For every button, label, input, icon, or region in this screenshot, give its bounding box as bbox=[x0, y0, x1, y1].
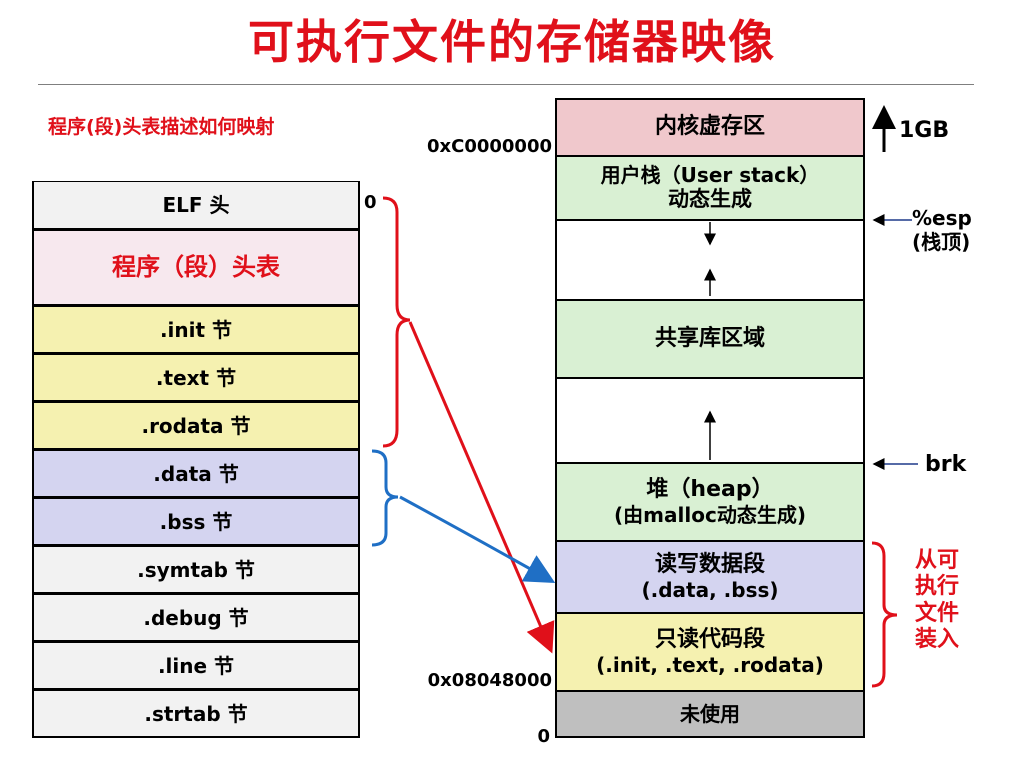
section-label: .bss 节 bbox=[159, 509, 233, 534]
section-label: .line 节 bbox=[157, 653, 235, 678]
zero-address: 0 bbox=[537, 726, 550, 747]
region-title: 共享库区域 bbox=[654, 325, 765, 351]
read-write-data-region: 读写数据段 (.data, .bss) bbox=[555, 540, 865, 612]
strtab-section: .strtab 节 bbox=[32, 690, 360, 738]
esp-register: %esp bbox=[912, 206, 972, 230]
section-label: .strtab 节 bbox=[144, 701, 248, 726]
init-section: .init 节 bbox=[32, 306, 360, 354]
debug-section: .debug 节 bbox=[32, 594, 360, 642]
title-divider bbox=[38, 84, 974, 85]
note-line: 执行 bbox=[915, 574, 960, 600]
region-subtitle: 动态生成 bbox=[668, 187, 752, 212]
section-label: .init 节 bbox=[159, 317, 233, 342]
load-region-brace bbox=[871, 541, 898, 688]
data-section: .data 节 bbox=[32, 450, 360, 498]
diagram-subtitle: 程序(段)头表描述如何映射 bbox=[48, 116, 275, 138]
symtab-section: .symtab 节 bbox=[32, 546, 360, 594]
section-label: .debug 节 bbox=[143, 605, 249, 630]
region-subtitle: (.init, .text, .rodata) bbox=[596, 653, 824, 678]
note-line: 从可 bbox=[915, 548, 960, 573]
blue-brace bbox=[371, 449, 399, 547]
section-label: .data 节 bbox=[153, 461, 239, 486]
region-subtitle: (.data, .bss) bbox=[641, 578, 779, 603]
shared-library-region: 共享库区域 bbox=[555, 299, 865, 377]
elf-header-section: ELF 头 bbox=[32, 181, 360, 230]
user-stack-region: 用户栈（User stack） 动态生成 bbox=[555, 155, 865, 219]
program-header-table-section: 程序（段）头表 bbox=[32, 230, 360, 306]
section-label: .rodata 节 bbox=[141, 413, 251, 438]
section-label: 程序（段）头表 bbox=[112, 253, 280, 282]
unused-region: 未使用 bbox=[555, 690, 865, 738]
region-title: 用户栈（User stack） bbox=[600, 163, 820, 188]
region-title: 堆（heap） bbox=[646, 476, 774, 502]
read-only-code-region: 只读代码段 (.init, .text, .rodata) bbox=[555, 612, 865, 690]
region-subtitle: (由malloc动态生成) bbox=[614, 503, 806, 528]
blue-mapping-arrow bbox=[399, 495, 556, 583]
kernel-region: 内核虚存区 bbox=[555, 98, 865, 155]
section-label: .symtab 节 bbox=[137, 557, 255, 582]
brk-label: brk bbox=[925, 452, 967, 477]
text-start-address: 0x08048000 bbox=[427, 670, 552, 691]
section-label: .text 节 bbox=[155, 365, 237, 390]
text-section: .text 节 bbox=[32, 354, 360, 402]
note-line: 文件 bbox=[915, 600, 960, 626]
region-title: 内核虚存区 bbox=[654, 114, 765, 140]
one-gb-label: 1GB bbox=[899, 118, 950, 143]
section-label: ELF 头 bbox=[162, 193, 230, 217]
red-brace bbox=[382, 196, 411, 448]
region-title: 读写数据段 bbox=[654, 551, 765, 577]
stack-top-note: (栈顶) bbox=[912, 230, 971, 254]
line-section: .line 节 bbox=[32, 642, 360, 690]
loaded-from-executable-note: 从可 执行 文件 装入 bbox=[915, 548, 959, 654]
bss-section: .bss 节 bbox=[32, 498, 360, 546]
kernel-start-address: 0xC0000000 bbox=[426, 136, 552, 157]
region-title: 只读代码段 bbox=[654, 626, 765, 652]
elf-offset-zero: 0 bbox=[364, 192, 377, 213]
esp-label: %esp (栈顶) bbox=[912, 206, 972, 254]
rodata-section: .rodata 节 bbox=[32, 402, 360, 450]
note-line: 装入 bbox=[915, 627, 960, 653]
page-title: 可执行文件的存储器映像 bbox=[248, 15, 776, 69]
heap-region: 堆（heap） (由malloc动态生成) bbox=[555, 462, 865, 540]
red-mapping-arrow bbox=[408, 321, 555, 654]
region-title: 未使用 bbox=[680, 702, 740, 726]
